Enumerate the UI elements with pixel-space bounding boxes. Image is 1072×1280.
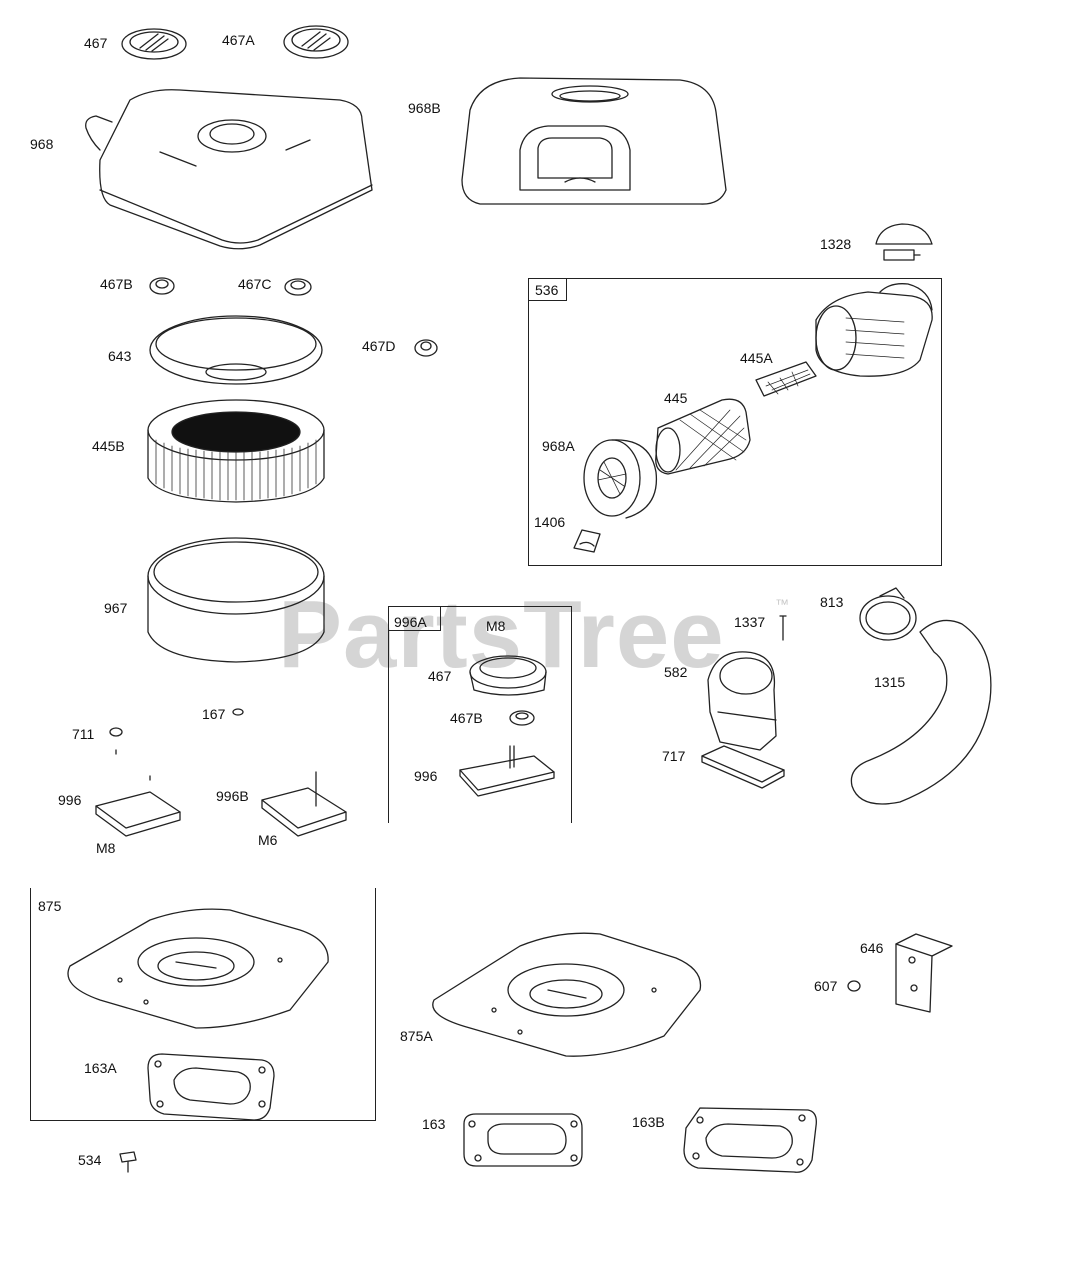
kit-536-tab [528, 278, 567, 301]
grommet-467B-drawing [149, 277, 175, 295]
clamp-813-drawing [859, 587, 917, 641]
callout-813: 813 [820, 594, 844, 610]
callout-967: 967 [104, 600, 128, 616]
kit-536-label: 536 [535, 282, 559, 298]
cap-467A-drawing [283, 25, 349, 59]
callout-607: 607 [814, 978, 838, 994]
callout-M6: M6 [258, 832, 278, 848]
screw-1337-drawing [779, 615, 787, 641]
callout-467B: 467B [100, 276, 133, 292]
callout-968B: 968B [408, 100, 441, 116]
grommet-467C-drawing [284, 278, 312, 296]
nut-607-drawing [847, 980, 861, 992]
callout-445: 445 [664, 390, 688, 406]
grommet-467D-drawing [414, 339, 438, 357]
callout-163A: 163A [84, 1060, 117, 1076]
callout-163B: 163B [632, 1114, 665, 1130]
callout-467B-kit: 467B [450, 710, 483, 726]
base-875-drawing [67, 908, 329, 1029]
callout-1406: 1406 [534, 514, 566, 530]
callout-996-kit: 996 [414, 768, 438, 784]
callout-643: 643 [108, 348, 132, 364]
gasket-163-drawing [463, 1113, 583, 1167]
callout-467C: 467C [238, 276, 272, 292]
base-875A-drawing [432, 932, 702, 1057]
callout-582: 582 [664, 664, 688, 680]
callout-167: 167 [202, 706, 226, 722]
callout-1337: 1337 [734, 614, 766, 630]
screw-167-drawing [232, 708, 244, 716]
callout-445A: 445A [740, 350, 773, 366]
cap-1328-drawing [875, 223, 933, 261]
cap-467-drawing [121, 28, 187, 60]
kit-996A-tab [388, 606, 441, 631]
adapter-582-drawing [707, 651, 777, 751]
filter-445B-drawing [147, 399, 325, 503]
callout-534: 534 [78, 1152, 102, 1168]
callout-467-kit: 467 [428, 668, 452, 684]
callout-M8: M8 [96, 840, 116, 856]
callout-M8-kit: M8 [486, 618, 506, 634]
kit-996A-label: 996A [394, 614, 427, 630]
ring-967-drawing [147, 537, 325, 663]
kit-875-label: 875 [38, 898, 62, 914]
kit-536-box [528, 278, 942, 566]
callout-1328: 1328 [820, 236, 852, 252]
callout-467: 467 [84, 35, 108, 51]
callout-717: 717 [662, 748, 686, 764]
callout-163: 163 [422, 1116, 446, 1132]
plate-996B-drawing [261, 771, 347, 837]
watermark-trademark: ™ [775, 596, 789, 612]
callout-646: 646 [860, 940, 884, 956]
gasket-163B-drawing [683, 1107, 817, 1173]
gasket-163A-drawing [147, 1053, 275, 1121]
kit-536-drawing [573, 283, 933, 553]
callout-968A: 968A [542, 438, 575, 454]
cover-968-drawing [85, 89, 373, 250]
cover-968B-drawing [461, 77, 727, 205]
callout-968: 968 [30, 136, 54, 152]
kit-996A-drawing [459, 655, 555, 797]
plate-996-left-drawing [95, 775, 181, 837]
bracket-717-drawing [701, 745, 785, 789]
hose-1315-drawing [850, 619, 992, 805]
callout-875A: 875A [400, 1028, 433, 1044]
callout-1315: 1315 [874, 674, 906, 690]
screw-534-drawing [119, 1151, 137, 1173]
callout-711: 711 [72, 726, 95, 742]
bracket-646-drawing [895, 933, 953, 1013]
ring-643-drawing [149, 315, 323, 385]
callout-467A: 467A [222, 32, 255, 48]
kit-875-box [30, 888, 376, 1121]
callout-996: 996 [58, 792, 82, 808]
callout-467D: 467D [362, 338, 396, 354]
watermark: PartsTree [278, 581, 725, 688]
screw-711-drawing [109, 727, 123, 755]
callout-996B: 996B [216, 788, 249, 804]
kit-996A-box [388, 606, 572, 823]
callout-445B: 445B [92, 438, 125, 454]
